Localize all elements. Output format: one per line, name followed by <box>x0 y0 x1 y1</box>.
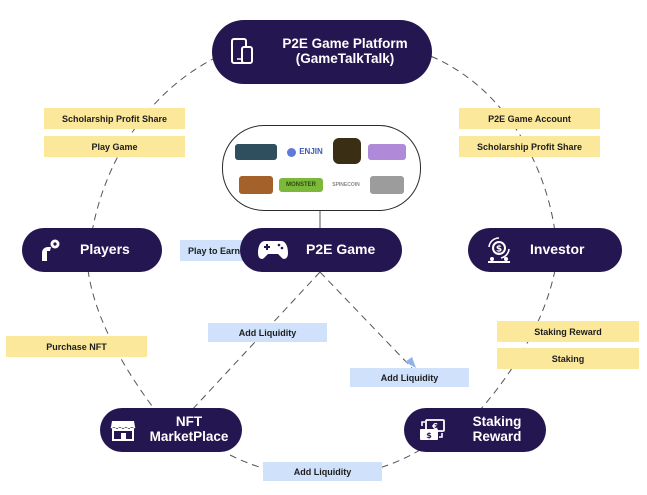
tag-staking-reward: Staking Reward <box>497 321 639 342</box>
logo-game-4 <box>368 144 406 160</box>
logo-spinecoin: SPINECOIN <box>326 179 366 191</box>
arrow-head-staking <box>405 357 416 368</box>
nft-title: NFT <box>175 414 203 430</box>
logo-game-8 <box>370 176 404 194</box>
logo-enjin: ENJIN <box>283 144 327 160</box>
user-gear-icon <box>22 238 80 262</box>
monster-label: MONSTER <box>286 182 316 188</box>
staking-title: Staking <box>472 414 522 430</box>
svg-text:$: $ <box>496 245 502 255</box>
investor-coin-icon: $ <box>468 237 530 263</box>
connector-game-staking <box>319 271 413 369</box>
enjin-icon <box>287 147 297 157</box>
tag-staking: Staking <box>497 348 639 369</box>
nft-subtitle: MarketPlace <box>149 429 229 444</box>
tag-p2e-account: P2E Game Account <box>459 108 600 129</box>
tag-play-to-earn: Play to Earn <box>180 240 248 261</box>
enjin-label: ENJIN <box>299 147 323 156</box>
node-staking-reward[interactable]: € $ Staking Reward <box>404 408 546 452</box>
connector-game-nft <box>189 271 321 413</box>
node-players[interactable]: Players <box>22 228 162 272</box>
tag-scholarship-left: Scholarship Profit Share <box>44 108 185 129</box>
staking-label: Staking Reward <box>460 414 546 445</box>
investor-label: Investor <box>530 241 585 258</box>
tag-add-liquidity-right: Add Liquidity <box>350 368 469 387</box>
tablet-phone-icon <box>212 38 272 66</box>
p2e-game-label: P2E Game <box>306 241 376 258</box>
tag-scholarship-right: Scholarship Profit Share <box>459 136 600 157</box>
spinecoin-label: SPINECOIN <box>332 181 360 188</box>
tag-purchase-nft: Purchase NFT <box>6 336 147 357</box>
svg-text:€: € <box>431 422 438 431</box>
logo-game-5 <box>239 176 273 194</box>
node-p2e-game[interactable]: P2E Game <box>240 228 402 272</box>
players-label: Players <box>80 241 130 258</box>
svg-text:$: $ <box>426 431 432 440</box>
node-nft-marketplace[interactable]: NFT MarketPlace <box>100 408 242 452</box>
tag-add-liquidity-bottom: Add Liquidity <box>263 462 382 481</box>
platform-subtitle: (GameTalkTalk) <box>295 51 395 66</box>
money-exchange-icon: € $ <box>404 418 460 442</box>
tag-play-game: Play Game <box>44 136 185 157</box>
logo-monster: MONSTER <box>279 178 323 192</box>
tag-add-liquidity-mid: Add Liquidity <box>208 323 327 342</box>
staking-subtitle: Reward <box>472 429 522 444</box>
platform-title: P2E Game Platform <box>282 36 408 52</box>
store-icon <box>100 419 146 441</box>
logo-game-king <box>333 138 361 164</box>
partner-logos: ENJIN MONSTER SPINECOIN <box>222 125 421 211</box>
platform-label: P2E Game Platform (GameTalkTalk) <box>272 36 432 67</box>
node-investor[interactable]: $ Investor <box>468 228 622 272</box>
gamepad-icon <box>240 239 306 261</box>
connector-investor-staking <box>479 269 556 411</box>
nft-label: NFT MarketPlace <box>146 414 242 445</box>
logo-game-1 <box>235 144 277 160</box>
node-platform[interactable]: P2E Game Platform (GameTalkTalk) <box>212 20 432 84</box>
